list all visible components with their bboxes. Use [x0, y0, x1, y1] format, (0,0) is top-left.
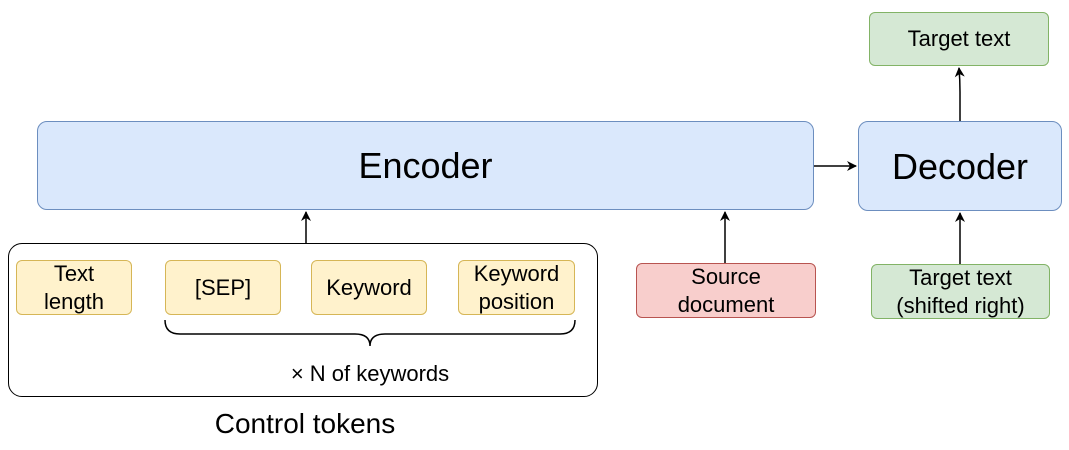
target-shifted-label: Target text (shifted right) — [896, 265, 1025, 318]
keyword-position-token: Keyword position — [458, 260, 575, 315]
control-tokens-caption: Control tokens — [214, 408, 396, 439]
sep-token: [SEP] — [165, 260, 281, 315]
decoder-block: Decoder — [858, 121, 1062, 211]
arrow-decoder-to-target — [954, 67, 965, 121]
target-text-label: Target text — [907, 26, 1011, 52]
text-length-label: Text length — [44, 261, 104, 314]
text-length-token: Text length — [16, 260, 132, 315]
encoder-label: Encoder — [358, 145, 493, 186]
sep-label: [SEP] — [194, 274, 252, 300]
repeat-keywords-label: × N of keywords — [290, 361, 450, 386]
keyword-position-label: Keyword position — [473, 261, 560, 314]
encoder-block: Encoder — [37, 121, 814, 210]
decoder-label: Decoder — [891, 145, 1029, 187]
keyword-label: Keyword — [326, 274, 412, 300]
keyword-token: Keyword — [311, 260, 427, 315]
target-shifted-block: Target text (shifted right) — [871, 264, 1050, 319]
source-document-block: Source document — [636, 263, 816, 318]
source-document-label: Source document — [677, 264, 775, 317]
target-text-block: Target text — [869, 12, 1049, 66]
